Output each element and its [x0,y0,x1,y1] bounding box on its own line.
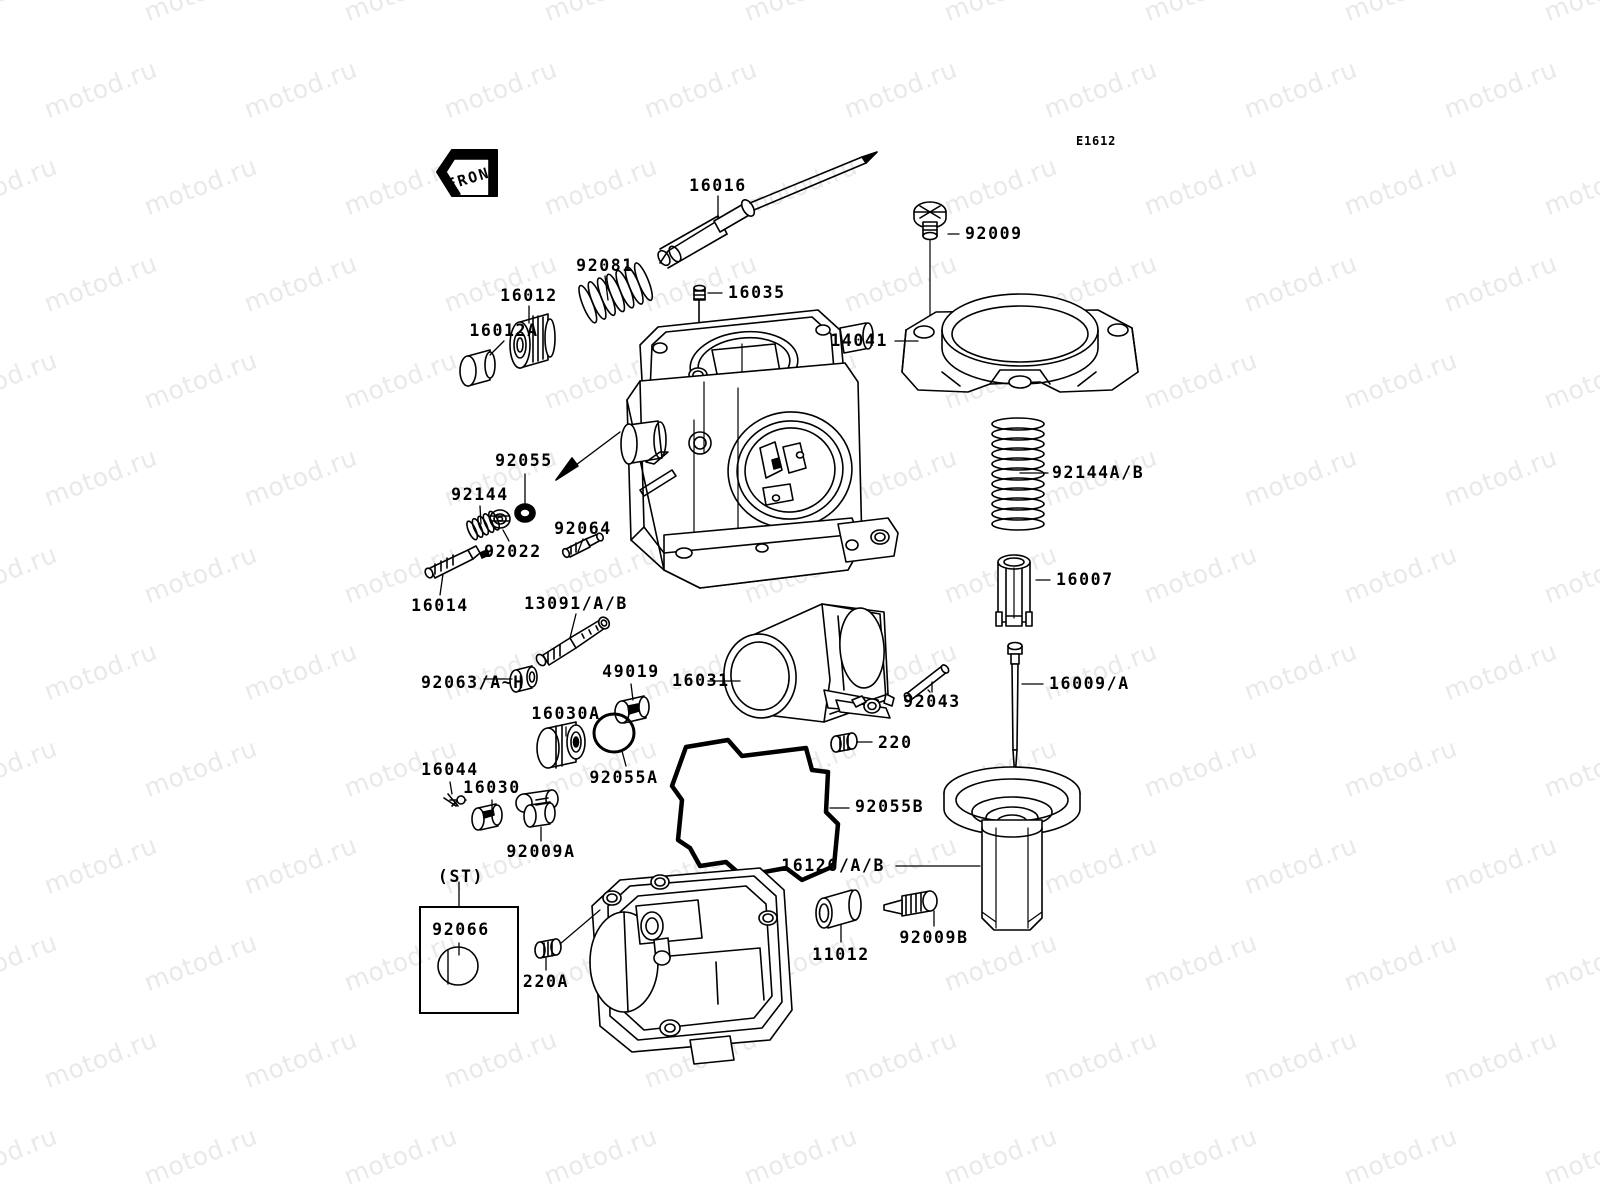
part-92055A-oring [592,712,636,754]
part-16012A-cap [459,349,496,387]
diagram-code: E1612 [1076,134,1117,148]
part-92063-main-jet [509,665,538,693]
part-16030-needle [471,803,503,831]
part-92055-oring [514,503,536,523]
part-label-jet-needle-clip: 16035 [728,283,786,302]
part-220A-screw [534,909,601,959]
part-49019-fuel-filter [614,695,650,724]
part-220-screw [830,732,858,753]
part-92009A-screw [515,789,559,828]
part-label-screw-vacuum-piston: 92009B [899,928,969,947]
part-92055B-gasket [669,737,841,883]
part-label-float-valve-needle: 16030 [463,778,521,797]
part-11012-cap [815,889,862,929]
part-label-starter-plunger: 16016 [689,176,747,195]
part-16044-clip [443,793,467,807]
part-label-pilot-screw-spring: 92144 [451,485,509,504]
part-label-o-ring-valve-seat: 92055A [589,768,659,787]
part-label-o-ring-pilot-screw: 92055 [495,451,553,470]
part-label-pilot-screw: 16014 [411,596,469,615]
part-16007-holder [995,554,1033,627]
part-14041-vacuum-cover [901,293,1139,393]
part-label-plug-st: 92066 [432,920,490,939]
part-16012-plug [509,313,556,369]
part-label-starter-spring: 92081 [576,256,634,275]
part-92066-plug [437,946,479,986]
part-92022-washer [489,509,511,529]
part-label-screw-drain: 220A [522,972,570,991]
part-16035-clip [693,284,706,331]
part-label-float-pin: 92043 [903,692,961,711]
part-label-pilot-screw-plug: 16012 [500,286,558,305]
st-group-label: (ST) [437,867,485,886]
part-92009B-screw [883,890,938,917]
part-label-main-jet: 92063/A~H [421,673,525,692]
part-label-vacuum-piston-spring: 92144A/B [1052,463,1145,482]
part-label-float: 16031 [672,671,730,690]
part-label-pilot-screw-cap: 16012A [469,321,539,340]
part-92009-screw [913,201,947,331]
part-92081-spring [578,262,654,324]
part-13091-needle-holder [535,616,611,667]
part-label-washer-pilot-screw: 92022 [484,542,542,561]
part-92043-float-pin [903,664,950,702]
part-label-fuel-filter: 49019 [602,662,660,681]
part-16031-float [723,603,895,723]
part-16030A-valve-seat [536,721,586,769]
part-label-vacuum-piston: 16126/A/B [781,856,885,875]
st-group-box [419,906,519,1014]
part-label-jet-pilot: 92064 [554,519,612,538]
part-label-screw-float-bowl: 220 [878,733,913,752]
part-16126AB-vacuum-piston [943,766,1081,931]
part-label-needle-holder: 13091/A/B [524,594,628,613]
part-float-bowl [589,867,793,1065]
part-label-float-valve-seat: 16030A [531,704,601,723]
part-16016-starter-plunger [657,151,878,269]
part-label-screw-top-cover: 92009 [965,224,1023,243]
part-label-o-ring-float-bowl-gasket: 92055B [855,797,925,816]
part-label-jet-needle: 16009/A [1049,674,1130,693]
part-16009A-jet-needle [1007,641,1023,779]
part-92144AB-spring [991,417,1045,531]
part-label-vacuum-chamber-cover: 14041 [830,331,888,350]
part-main-carburetor-body [620,309,899,589]
front-arrow-icon: FRONT [436,149,503,197]
part-label-drain-plug-spring: 16044 [421,760,479,779]
part-16014-pilot-screw [424,545,490,579]
part-label-cap-drain: 11012 [812,945,870,964]
part-label-needle-jet-holder: 16007 [1056,570,1114,589]
part-label-screw-float-valve: 92009A [506,842,576,861]
part-92064-jet [561,532,605,559]
